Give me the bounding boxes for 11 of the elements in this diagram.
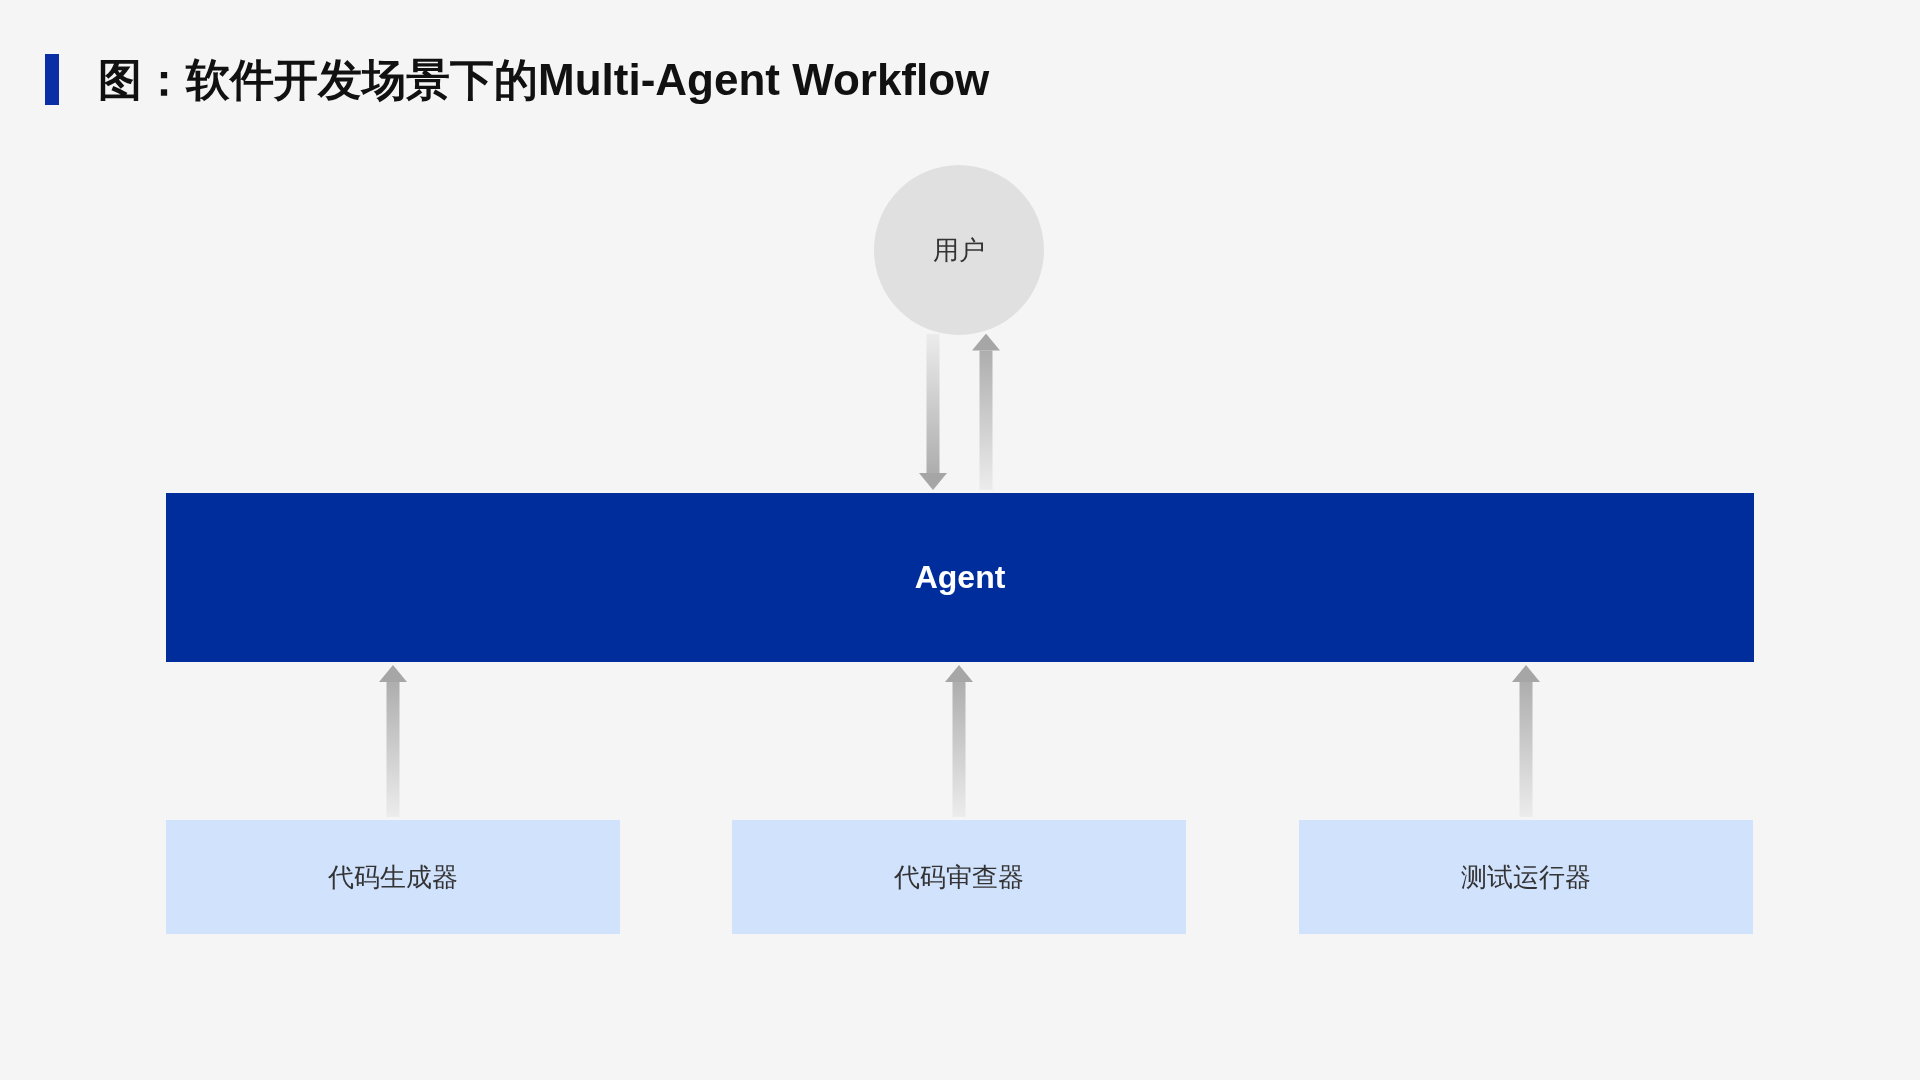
module-box: 代码生成器 [166,820,620,934]
arrow [1512,665,1540,817]
module-box: 代码审查器 [732,820,1186,934]
arrow [379,665,407,817]
arrow [945,665,973,817]
title: 图：软件开发场景下的Multi-Agent Workflow [98,55,990,105]
agent-bar: Agent [166,493,1754,662]
module-box: 测试运行器 [1299,820,1753,934]
arrow [919,333,947,490]
user-circle: 用户 [874,165,1044,335]
arrow [972,333,1000,490]
